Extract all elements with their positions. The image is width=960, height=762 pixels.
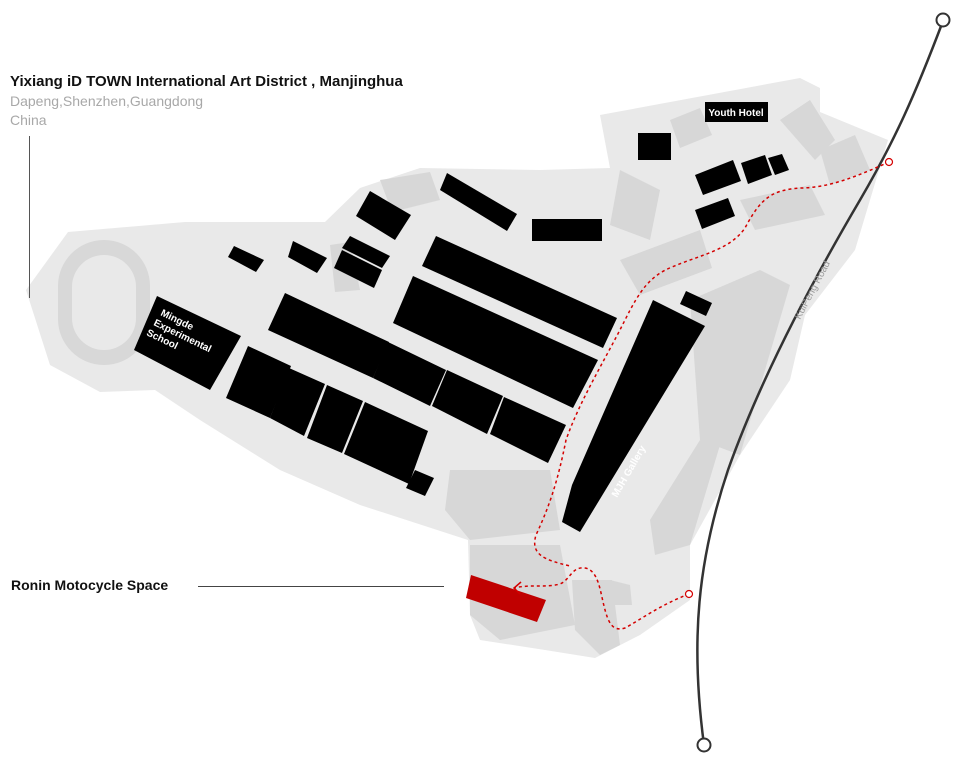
building — [307, 385, 363, 453]
route-arrow-icon — [512, 581, 522, 595]
building — [432, 370, 503, 434]
location-line-2: China — [10, 112, 47, 128]
building — [532, 219, 602, 241]
route-north — [533, 161, 890, 567]
building — [228, 246, 264, 272]
inner-block — [610, 580, 632, 605]
route-entry-north — [884, 157, 894, 167]
building — [334, 250, 382, 288]
page-title: Yixiang iD TOWN International Art Distri… — [10, 73, 403, 90]
inner-block — [610, 170, 660, 240]
building — [768, 154, 789, 175]
building — [705, 102, 768, 122]
inner-block — [650, 440, 720, 555]
building — [226, 346, 291, 418]
title-leader-line — [29, 136, 30, 298]
building — [638, 133, 671, 160]
building — [440, 173, 517, 231]
building — [422, 236, 617, 348]
inner-block — [740, 185, 825, 230]
building — [268, 293, 389, 378]
building — [356, 191, 411, 240]
road-end-south — [696, 737, 712, 753]
building — [406, 470, 434, 496]
building — [695, 160, 741, 195]
inner-block — [620, 230, 712, 295]
building — [562, 300, 705, 532]
building — [288, 241, 327, 273]
kuipeng-road — [696, 20, 945, 746]
building — [270, 368, 325, 436]
ronin-motocycle-space-building[interactable] — [466, 575, 546, 622]
route-entry-south — [684, 589, 694, 599]
building — [741, 155, 772, 184]
building — [680, 291, 712, 316]
inner-block — [380, 172, 440, 212]
inner-blocks — [330, 100, 870, 655]
building — [695, 198, 735, 229]
inner-block — [445, 470, 560, 540]
inner-block — [572, 580, 620, 655]
building — [373, 342, 446, 406]
building — [342, 236, 390, 268]
inner-block — [670, 108, 712, 148]
inner-block — [780, 100, 835, 160]
route-south — [513, 567, 690, 630]
running-track-field — [72, 255, 136, 350]
ronin-leader-line — [198, 586, 444, 587]
buildings — [134, 102, 789, 532]
inner-block — [690, 270, 790, 455]
building — [393, 276, 598, 408]
ronin-motocycle-space-label: Ronin Motocycle Space — [11, 577, 169, 593]
inner-block — [820, 135, 870, 185]
youth-hotel-label: Youth Hotel — [708, 108, 764, 119]
location-line-1: Dapeng,Shenzhen,Guangdong — [10, 93, 204, 109]
building — [134, 296, 241, 390]
building — [344, 402, 428, 484]
building — [490, 397, 566, 463]
road-end-north — [935, 12, 951, 28]
